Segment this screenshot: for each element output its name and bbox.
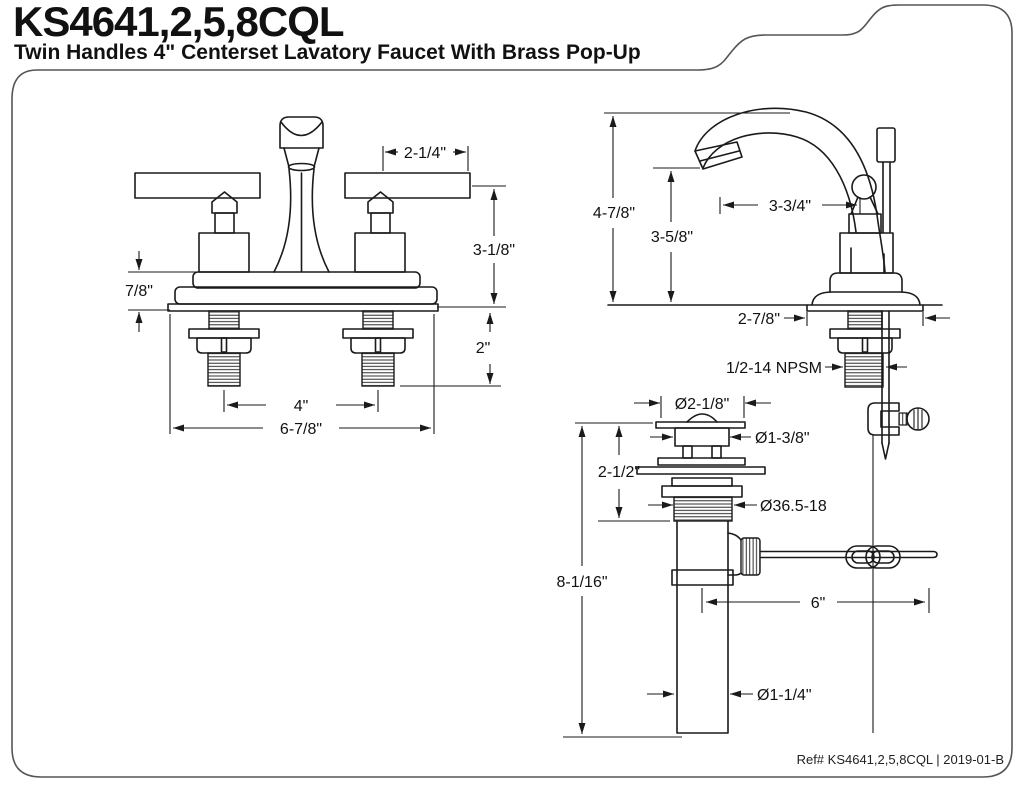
side-handle: [848, 174, 882, 234]
front-dimensions: 2-1/4" 3-1/8" 2" 7/8" 4": [125, 145, 515, 438]
dim-drain-cap-diameter: Ø1-3/8": [755, 430, 810, 447]
dim-drain-thread-spec: Ø36.5-18: [760, 498, 827, 515]
dim-front-handle-width: 2-1/4": [404, 145, 446, 162]
front-shank-left: [188, 310, 260, 387]
dim-drain-upper-height: 2-1/2": [598, 464, 640, 481]
dim-front-deck-height: 7/8": [125, 283, 153, 300]
reference-number: Ref# KS4641,2,5,8CQL | 2019-01-B: [796, 752, 1004, 767]
dim-front-overall-width: 6-7/8": [280, 421, 322, 438]
side-pivot-rod: [756, 545, 938, 569]
front-handle-left: [134, 172, 261, 273]
side-shank: [829, 310, 901, 388]
dim-drain-flange-diameter: Ø2-1/8": [675, 396, 730, 413]
front-handle-right: [344, 172, 471, 273]
dim-drain-overall-height: 8-1/16": [556, 574, 607, 591]
side-view: 4-7/8" 3-5/8" 3-3/4" 2-7/8" 1/2-14 NPSM: [593, 107, 950, 733]
front-shank-right: [342, 310, 414, 387]
dim-side-shank-thread: 1/2-14 NPSM: [726, 360, 822, 377]
dim-front-handle-spacing: 4": [294, 398, 309, 415]
dim-side-spout-reach: 3-3/4": [769, 198, 811, 215]
dim-side-overall-height: 4-7/8": [593, 205, 635, 222]
dim-front-shank-length: 2": [476, 340, 491, 357]
side-lift-rod: [876, 127, 896, 233]
drain-dimensions: Ø2-1/8" Ø1-3/8" 2-1/2" Ø36.5-18 8-1/16": [556, 396, 930, 738]
front-view: 2-1/4" 3-1/8" 2" 7/8" 4": [125, 116, 515, 438]
side-popup-rod: [867, 310, 930, 733]
drain-view: Ø2-1/8" Ø1-3/8" 2-1/2" Ø36.5-18 8-1/16": [556, 396, 930, 738]
sheet-border: [11, 4, 1013, 778]
front-deck-plate: [167, 271, 439, 312]
dim-drain-tailpiece-diameter: Ø1-1/4": [757, 687, 812, 704]
side-dimensions: 4-7/8" 3-5/8" 3-3/4" 2-7/8" 1/2-14 NPSM: [593, 112, 950, 377]
side-spout: [694, 107, 886, 273]
dim-side-spout-height: 3-5/8": [651, 229, 693, 246]
dim-front-height-above-deck: 3-1/8": [473, 242, 515, 259]
front-spout: [273, 116, 330, 273]
dim-drain-rod-length: 6": [811, 595, 826, 612]
page-title: KS4641,2,5,8CQL: [13, 0, 345, 45]
drain-body: [636, 413, 766, 734]
dim-side-base-depth: 2-7/8": [738, 311, 780, 328]
page-subtitle: Twin Handles 4" Centerset Lavatory Fauce…: [14, 41, 641, 64]
